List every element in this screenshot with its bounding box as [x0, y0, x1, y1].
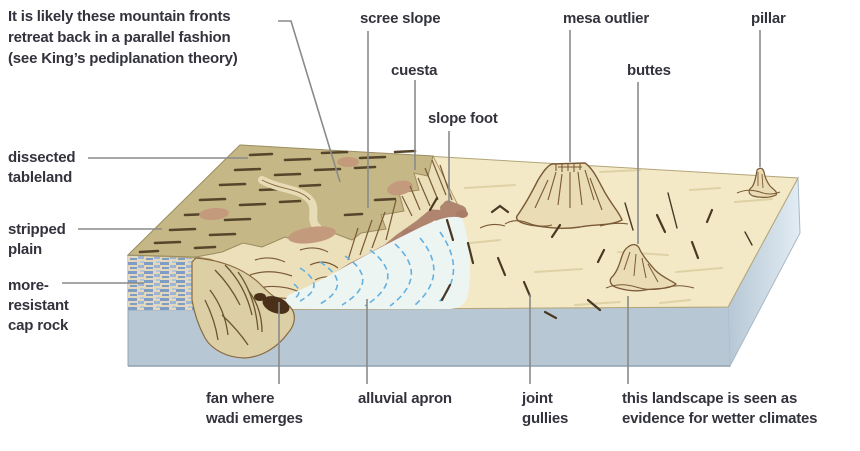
tableland-texture [138, 149, 417, 254]
label-stripped-plain: stripped plain [8, 221, 66, 258]
weathered-patches [199, 157, 413, 244]
leader-mountain-fronts [278, 20, 341, 183]
label-cuesta: cuesta [391, 62, 438, 79]
buttes [605, 243, 695, 292]
label-fan-wadi: fan where wadi emerges [206, 390, 303, 427]
label-mesa-outlier: mesa outlier [563, 10, 649, 27]
label-joint-gullies: joint gullies [522, 390, 569, 427]
pillar-base [736, 189, 781, 195]
pillar [736, 167, 781, 198]
joint-gullies-lines [428, 192, 753, 320]
butte-hatching [605, 251, 695, 290]
label-wetter-climates: this landscape is seen as evidence for w… [622, 390, 818, 427]
label-dissected-tableland: dissected tableland [8, 149, 76, 186]
canyon-edge [261, 179, 311, 201]
label-scree-slope: scree slope [360, 10, 441, 27]
fan-streaks [204, 264, 263, 346]
label-alluvial-apron: alluvial apron [358, 390, 452, 407]
label-buttes: buttes [627, 62, 671, 79]
label-slope-foot: slope foot [428, 110, 498, 127]
mesa-hatching [479, 163, 629, 229]
note-pediplanation: It is likely these mountain fronts retre… [8, 8, 238, 67]
dissected-tableland-surface [126, 144, 434, 258]
alluvial-fan [191, 257, 295, 359]
mesa-outlier [479, 162, 629, 229]
label-cap-rock: more- resistant cap rock [8, 277, 69, 334]
label-pillar: pillar [751, 10, 786, 27]
cap-rock-band [128, 255, 196, 310]
pillar-hatching [757, 172, 764, 189]
leader-lines [62, 20, 761, 384]
